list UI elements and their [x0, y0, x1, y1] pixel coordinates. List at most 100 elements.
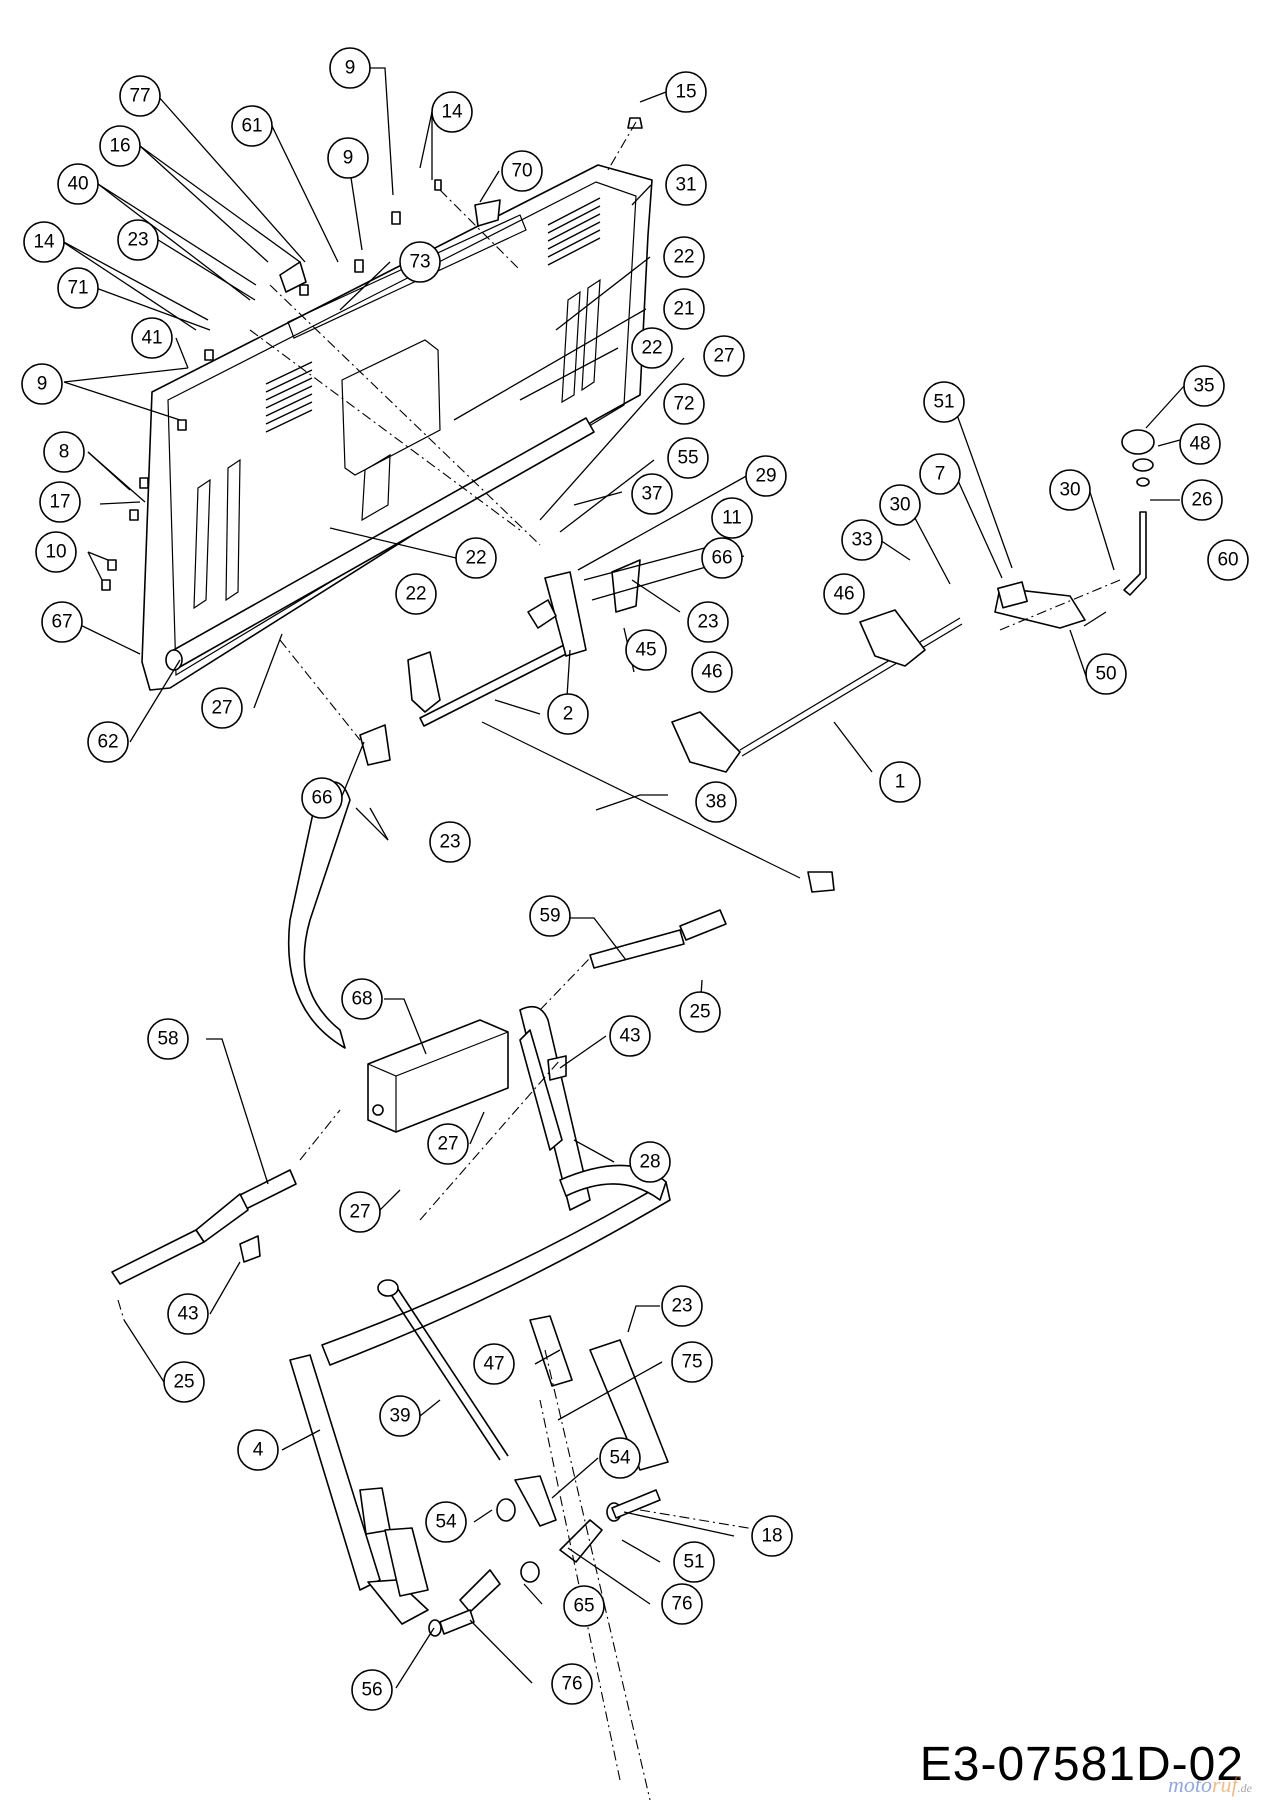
callout-15: 15	[665, 71, 707, 113]
svg-text:62: 62	[97, 732, 118, 753]
callout-54: 54	[425, 1501, 467, 1543]
callout-55: 55	[667, 437, 709, 479]
callout-51: 51	[673, 1541, 715, 1583]
callout-25: 25	[679, 991, 721, 1033]
svg-text:77: 77	[129, 86, 150, 107]
callout-40: 40	[57, 163, 99, 205]
svg-text:43: 43	[619, 1026, 640, 1047]
control-box	[367, 1019, 509, 1133]
callout-43: 43	[167, 1293, 209, 1335]
svg-text:21: 21	[673, 299, 694, 320]
callout-7: 7	[919, 453, 961, 495]
svg-text:16: 16	[109, 136, 130, 157]
callout-2: 2	[547, 693, 589, 735]
svg-text:37: 37	[641, 484, 662, 505]
callout-28: 28	[629, 1141, 671, 1183]
svg-text:66: 66	[711, 548, 732, 569]
callout-23: 23	[687, 601, 729, 643]
svg-text:2: 2	[563, 704, 574, 725]
svg-text:27: 27	[349, 1202, 370, 1223]
callout-30: 30	[879, 484, 921, 526]
callout-72: 72	[663, 383, 705, 425]
callout-23: 23	[661, 1285, 703, 1327]
callout-26: 26	[1181, 479, 1223, 521]
svg-text:8: 8	[59, 442, 70, 463]
svg-text:51: 51	[933, 392, 954, 413]
svg-text:14: 14	[441, 102, 463, 123]
svg-text:27: 27	[713, 346, 734, 367]
callout-bubbles: 9 77 14 15 61 16 9 70 31 40 23 73 22 14 …	[21, 47, 1249, 1711]
callout-11: 11	[711, 497, 753, 539]
callout-50: 50	[1085, 653, 1127, 695]
main-panel	[141, 164, 653, 691]
svg-text:51: 51	[683, 1552, 704, 1573]
svg-text:59: 59	[539, 906, 560, 927]
watermark-suffix: .de	[1237, 1781, 1252, 1795]
callout-22: 22	[663, 236, 705, 278]
callout-22: 22	[631, 327, 673, 369]
callout-23: 23	[117, 219, 159, 261]
callout-23: 23	[429, 821, 471, 863]
callout-18: 18	[751, 1515, 793, 1557]
svg-text:23: 23	[697, 612, 718, 633]
svg-text:22: 22	[405, 584, 426, 605]
svg-text:14: 14	[33, 232, 55, 253]
callout-27: 27	[703, 335, 745, 377]
callout-58: 58	[147, 1018, 189, 1060]
callout-60: 60	[1207, 539, 1249, 581]
cable	[481, 721, 835, 893]
svg-text:23: 23	[439, 832, 460, 853]
svg-text:25: 25	[689, 1002, 710, 1023]
svg-text:31: 31	[675, 175, 696, 196]
grips	[111, 909, 727, 1285]
svg-text:68: 68	[351, 989, 372, 1010]
svg-text:76: 76	[561, 1674, 582, 1695]
callout-8: 8	[43, 431, 85, 473]
svg-text:9: 9	[345, 58, 356, 79]
callout-37: 37	[631, 473, 673, 515]
callout-68: 68	[341, 978, 383, 1020]
callout-76: 76	[661, 1583, 703, 1625]
callout-47: 47	[473, 1343, 515, 1385]
lower-linkage	[377, 1279, 661, 1637]
svg-text:27: 27	[211, 698, 232, 719]
svg-text:35: 35	[1193, 376, 1214, 397]
callout-46: 46	[691, 651, 733, 693]
callout-27: 27	[339, 1191, 381, 1233]
svg-text:48: 48	[1189, 434, 1210, 455]
callout-75: 75	[671, 1341, 713, 1383]
svg-text:10: 10	[45, 542, 66, 563]
svg-text:30: 30	[889, 495, 910, 516]
svg-text:29: 29	[755, 466, 776, 487]
callout-9: 9	[327, 137, 369, 179]
svg-text:40: 40	[67, 174, 88, 195]
callout-76: 76	[551, 1663, 593, 1705]
svg-text:23: 23	[127, 230, 148, 251]
svg-text:11: 11	[722, 508, 742, 529]
callout-29: 29	[745, 455, 787, 497]
svg-text:55: 55	[677, 448, 698, 469]
svg-text:75: 75	[681, 1352, 702, 1373]
svg-text:56: 56	[361, 1680, 382, 1701]
callout-45: 45	[625, 629, 667, 671]
svg-text:47: 47	[483, 1354, 504, 1375]
callout-33: 33	[841, 519, 883, 561]
callout-38: 38	[695, 781, 737, 823]
callout-73: 73	[399, 241, 441, 283]
svg-text:26: 26	[1191, 490, 1212, 511]
svg-text:73: 73	[409, 252, 430, 273]
callout-66: 66	[301, 777, 343, 819]
svg-text:18: 18	[761, 1526, 782, 1547]
assembly-lines-upper	[249, 121, 1121, 741]
callout-27: 27	[427, 1123, 469, 1165]
svg-text:46: 46	[833, 584, 854, 605]
callout-4: 4	[237, 1429, 279, 1471]
callout-10: 10	[35, 531, 77, 573]
svg-text:58: 58	[157, 1029, 178, 1050]
svg-text:54: 54	[609, 1448, 631, 1469]
callout-56: 56	[351, 1669, 393, 1711]
svg-text:33: 33	[851, 530, 872, 551]
svg-text:46: 46	[701, 662, 722, 683]
svg-text:60: 60	[1217, 550, 1238, 571]
svg-text:28: 28	[639, 1152, 660, 1173]
